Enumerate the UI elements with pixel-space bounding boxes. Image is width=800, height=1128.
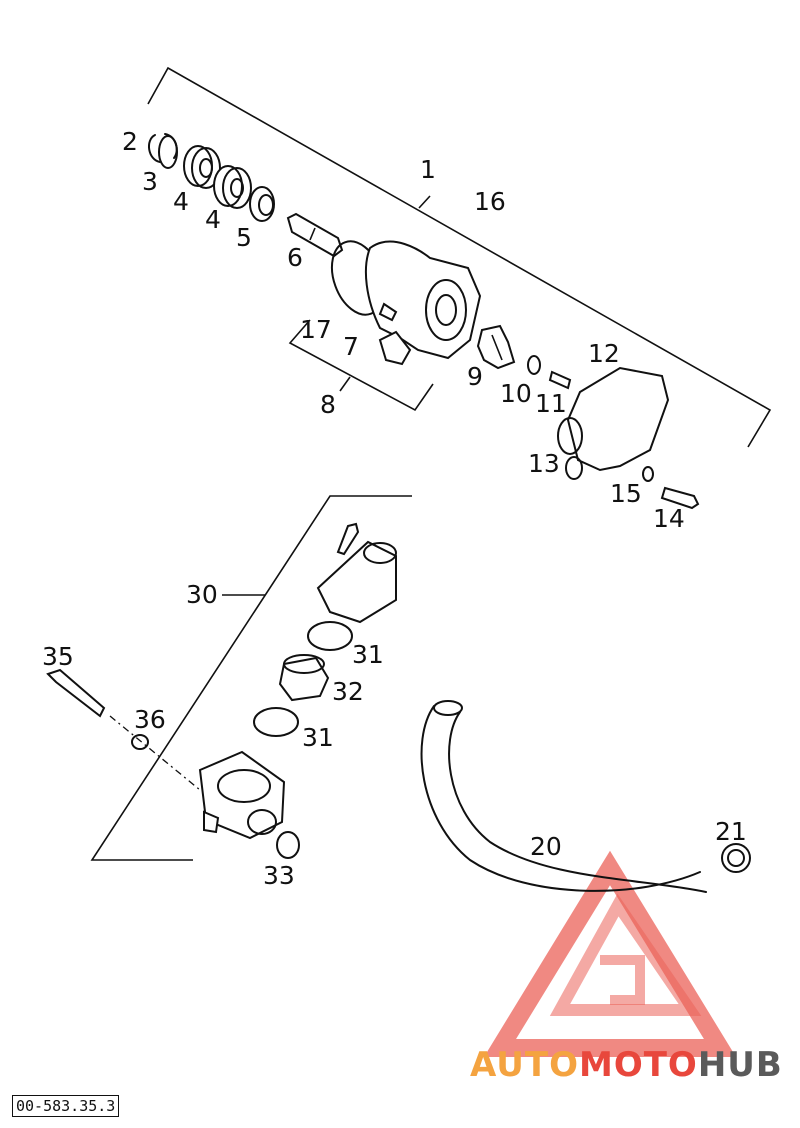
bearing-part-4b [213,165,252,209]
watermark-moto: MOTO [579,1045,698,1085]
callout-10: 10 [500,379,532,408]
callout-20: 20 [530,832,562,861]
callout-1: 1 [420,155,436,184]
callout-32: 32 [332,677,364,706]
callout-36: 36 [134,705,166,734]
watermark-hub: HUB [698,1045,783,1085]
callout-21: 21 [715,817,747,846]
screw-thermostat-top [336,522,360,556]
watermark-logo [483,850,737,1057]
assembly-axis-line [109,715,201,791]
callout-12: 12 [588,339,620,368]
circlip-part-3 [158,135,178,169]
callout-11: 11 [535,389,567,418]
callout-35: 35 [42,642,74,671]
watermark-auto: AUTO [470,1045,579,1085]
bearing-part-4a [183,145,221,189]
callout-31a: 31 [352,640,384,669]
callout-4a: 4 [173,187,189,216]
impeller-part-9 [476,324,516,370]
callout-2: 2 [122,127,138,156]
callout-7: 7 [343,332,359,361]
hose-part-20 [420,700,707,893]
callout-16: 16 [474,187,506,216]
callout-6: 6 [287,243,303,272]
pump-housing [364,240,482,366]
oring-part-31a [307,621,353,651]
callout-31b: 31 [302,723,334,752]
oring-part-31b [253,707,299,737]
callout-13: 13 [528,449,560,478]
callout-3: 3 [142,167,158,196]
watermark-text: AUTOMOTOHUB [470,1045,783,1085]
diagram-part-code: 00-583.35.3 [12,1095,120,1117]
oring-part-15 [642,466,654,482]
screw-part-11 [548,370,572,390]
callout-9: 9 [467,362,483,391]
callout-14: 14 [653,504,685,533]
thermostat-housing [198,750,286,840]
group-1-bracket [147,66,772,448]
clamp-part-21 [721,843,751,873]
callout-5: 5 [236,223,252,252]
callout-33: 33 [263,861,295,890]
shaft-part-6 [286,212,344,258]
pump-cover-part-12 [557,366,670,480]
callout-15: 15 [610,479,642,508]
callout-8: 8 [320,390,336,419]
callout-17: 17 [300,315,332,344]
group-8-bracket [288,319,434,412]
washer-part-10 [527,355,541,375]
seal-part-5 [249,186,275,222]
callout-4b: 4 [205,205,221,234]
bolt-part-35 [46,668,106,718]
oring-part-33 [276,831,300,859]
washer-part-36 [131,734,149,750]
group-30-bracket [90,495,412,861]
callout-labels: 1 2 3 4 4 5 6 16 17 7 8 9 10 11 12 13 15… [42,127,747,890]
thermostat-part-32 [278,654,330,702]
thermostat-cover [316,540,397,624]
callout-30: 30 [186,580,218,609]
svg-text:AUTOMOTOHUB: AUTOMOTOHUB [470,1045,783,1085]
screw-part-14 [660,486,700,510]
